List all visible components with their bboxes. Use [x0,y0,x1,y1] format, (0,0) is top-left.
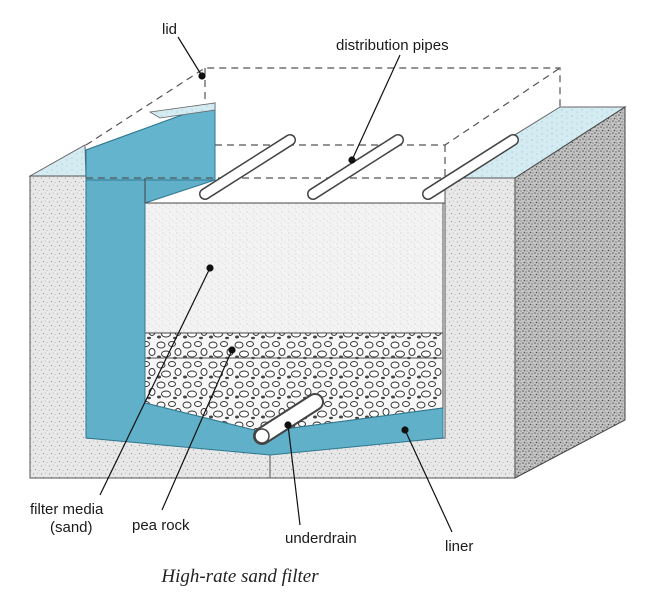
ground-surface-left [28,144,87,179]
underdrain-pipe [253,393,324,445]
soil-right-side [514,106,626,479]
label-pea-rock: pea rock [132,517,190,534]
liner-top-edge [85,102,216,181]
distribution-pipes [199,134,519,200]
lid-outline [85,67,561,179]
label-distribution-pipes: distribution pipes [336,37,449,54]
label-filter-media: filter media [30,501,104,518]
leader-lines [99,36,453,533]
label-filter-media-sand: (sand) [50,519,93,536]
label-liner: liner [445,538,473,555]
filter-media-sand [144,202,444,334]
liner-surface-lip [148,102,216,119]
figure-caption: High-rate sand filter [161,566,319,587]
label-lid: lid [162,21,177,38]
label-underdrain: underdrain [285,530,357,547]
